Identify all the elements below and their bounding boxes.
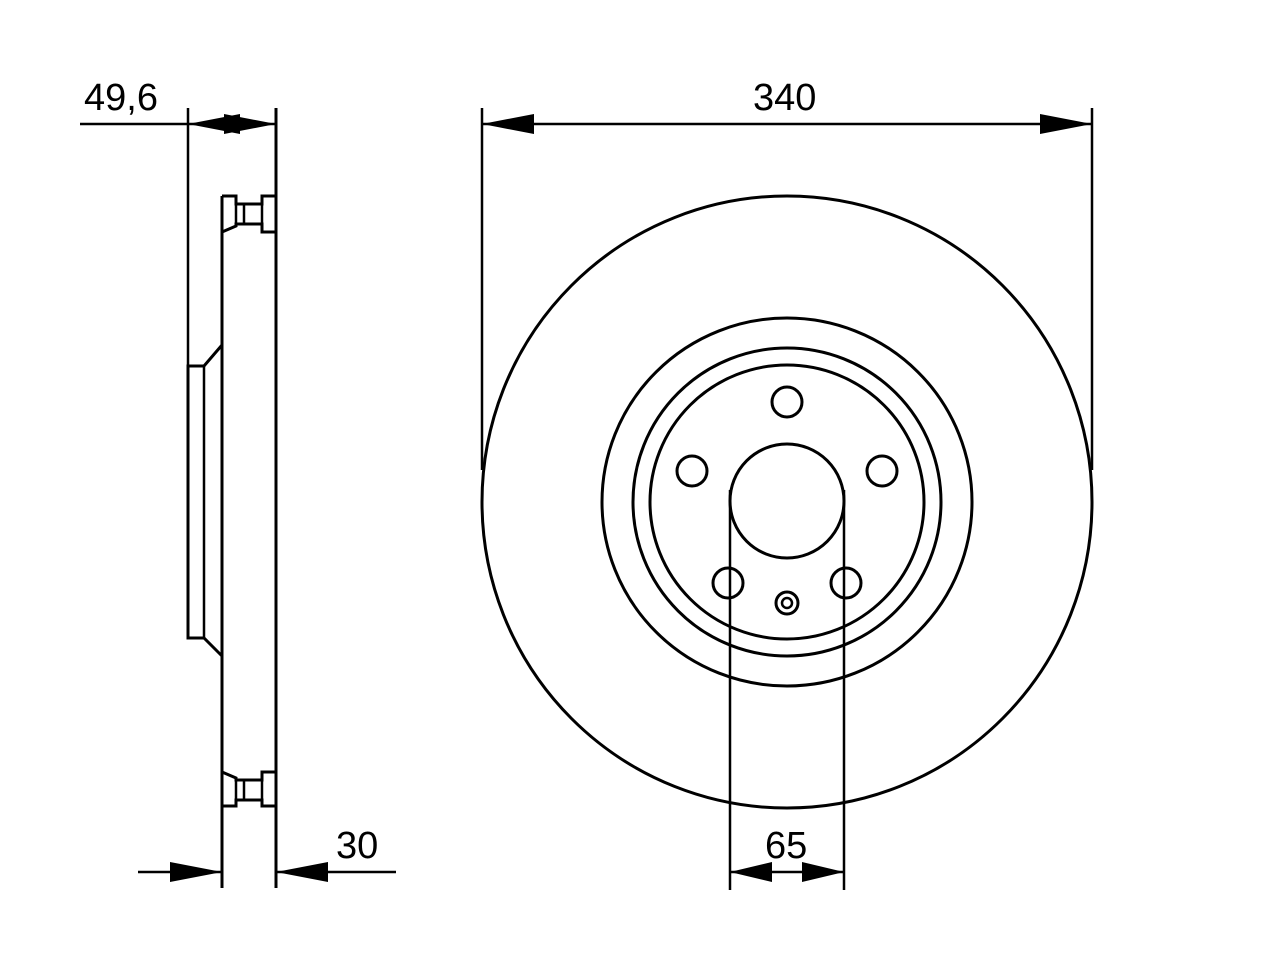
bolt-hole [711,566,745,600]
bolt-hole [829,566,863,600]
dimension-overall-height-label: 49,6 [84,77,158,119]
front-view-ring-inner-edge [600,316,974,688]
front-view-hat-outer [631,346,943,658]
side-view-vent-bottom [221,770,276,808]
dimension-overall-height: 49,6 [80,77,276,366]
bolt-hole [770,385,804,419]
front-view-bolt-holes [675,385,899,600]
dimension-center-bore: 65 [728,490,846,890]
front-view: 340 65 [480,77,1094,890]
dimension-center-bore-label: 65 [765,825,807,867]
dimension-disc-thickness-label: 30 [336,825,378,867]
side-view-hat-profile [186,344,224,658]
front-view-hat-fillet [648,363,926,641]
side-view-vent-top [221,194,276,234]
front-view-outer-edge [480,194,1094,810]
front-view-center-bore [728,442,846,560]
bolt-hole [675,454,709,488]
front-view-locating-screw-hole [774,590,800,616]
bolt-hole [865,454,899,488]
dimension-outer-diameter-label: 340 [753,77,816,119]
dimension-disc-thickness: 30 [138,825,396,882]
side-view: 49,6 30 [80,77,396,888]
dimension-outer-diameter: 340 [480,77,1094,470]
